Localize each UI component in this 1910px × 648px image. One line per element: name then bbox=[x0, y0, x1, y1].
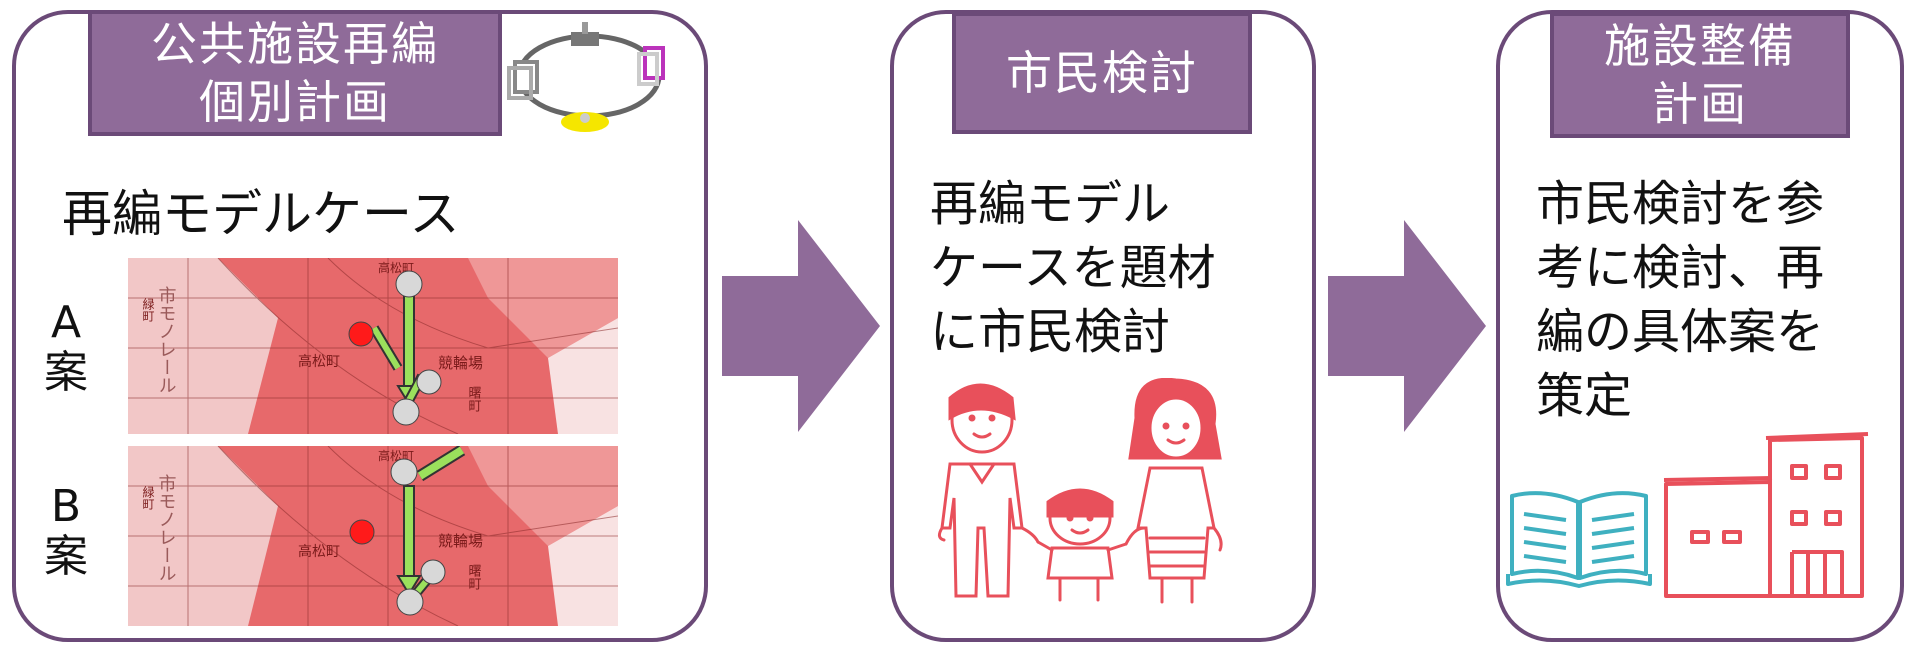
map-label-monorail: 市モノレール bbox=[156, 286, 177, 394]
panel-2-body: 再編モデル ケースを題材 に市民検討 bbox=[930, 176, 1216, 360]
open-book-icon bbox=[1506, 491, 1652, 588]
facility-marker bbox=[395, 270, 423, 298]
facility-marker bbox=[396, 588, 424, 616]
map-label-monorail: 市モノレール bbox=[156, 474, 177, 582]
map-label-keirinjo: 競輪場 bbox=[438, 532, 483, 550]
map-label-akebono: 曙町 bbox=[466, 386, 482, 412]
map-label-takamatsu: 高松町 bbox=[298, 353, 340, 370]
facility-marker-red bbox=[348, 321, 374, 347]
case-b-label: B 案 bbox=[44, 481, 88, 582]
panel-3-body: 市民検討を参 考に検討、再 編の具体案を 策定 bbox=[1536, 176, 1825, 424]
facility-marker-red bbox=[349, 519, 375, 545]
panel-1-title: 公共施設再編 個別計画 bbox=[88, 10, 502, 136]
map-label-takamatsu: 高松町 bbox=[298, 543, 340, 560]
map-label-midori: 緑町 bbox=[141, 297, 155, 322]
facility-marker bbox=[392, 398, 420, 426]
map-label-keirinjo: 競輪場 bbox=[438, 354, 483, 372]
facility-marker bbox=[416, 369, 442, 395]
flow-arrow-2 bbox=[1328, 220, 1486, 432]
restructuring-cycle-icon bbox=[507, 22, 665, 132]
facility-marker bbox=[390, 458, 418, 486]
flow-arrow-1 bbox=[722, 220, 880, 432]
map-label-midori: 緑町 bbox=[141, 485, 155, 510]
case-b-map: 高松町 高松町 市モノレール 緑町 競輪場 曙町 bbox=[128, 446, 618, 626]
case-a-map: 高松町 高松町 市モノレール 緑町 競輪場 曙町 bbox=[128, 258, 618, 434]
building-icon bbox=[1663, 432, 1869, 598]
case-a-label: A 案 bbox=[44, 297, 88, 398]
panel-3-title: 施設整備 計画 bbox=[1550, 12, 1850, 138]
family-illustration bbox=[937, 378, 1223, 604]
map-label-akebono: 曙町 bbox=[466, 564, 482, 590]
panel-1-subtitle: 再編モデルケース bbox=[62, 185, 460, 243]
panel-2-title: 市民検討 bbox=[952, 12, 1252, 134]
facility-marker bbox=[420, 559, 446, 585]
